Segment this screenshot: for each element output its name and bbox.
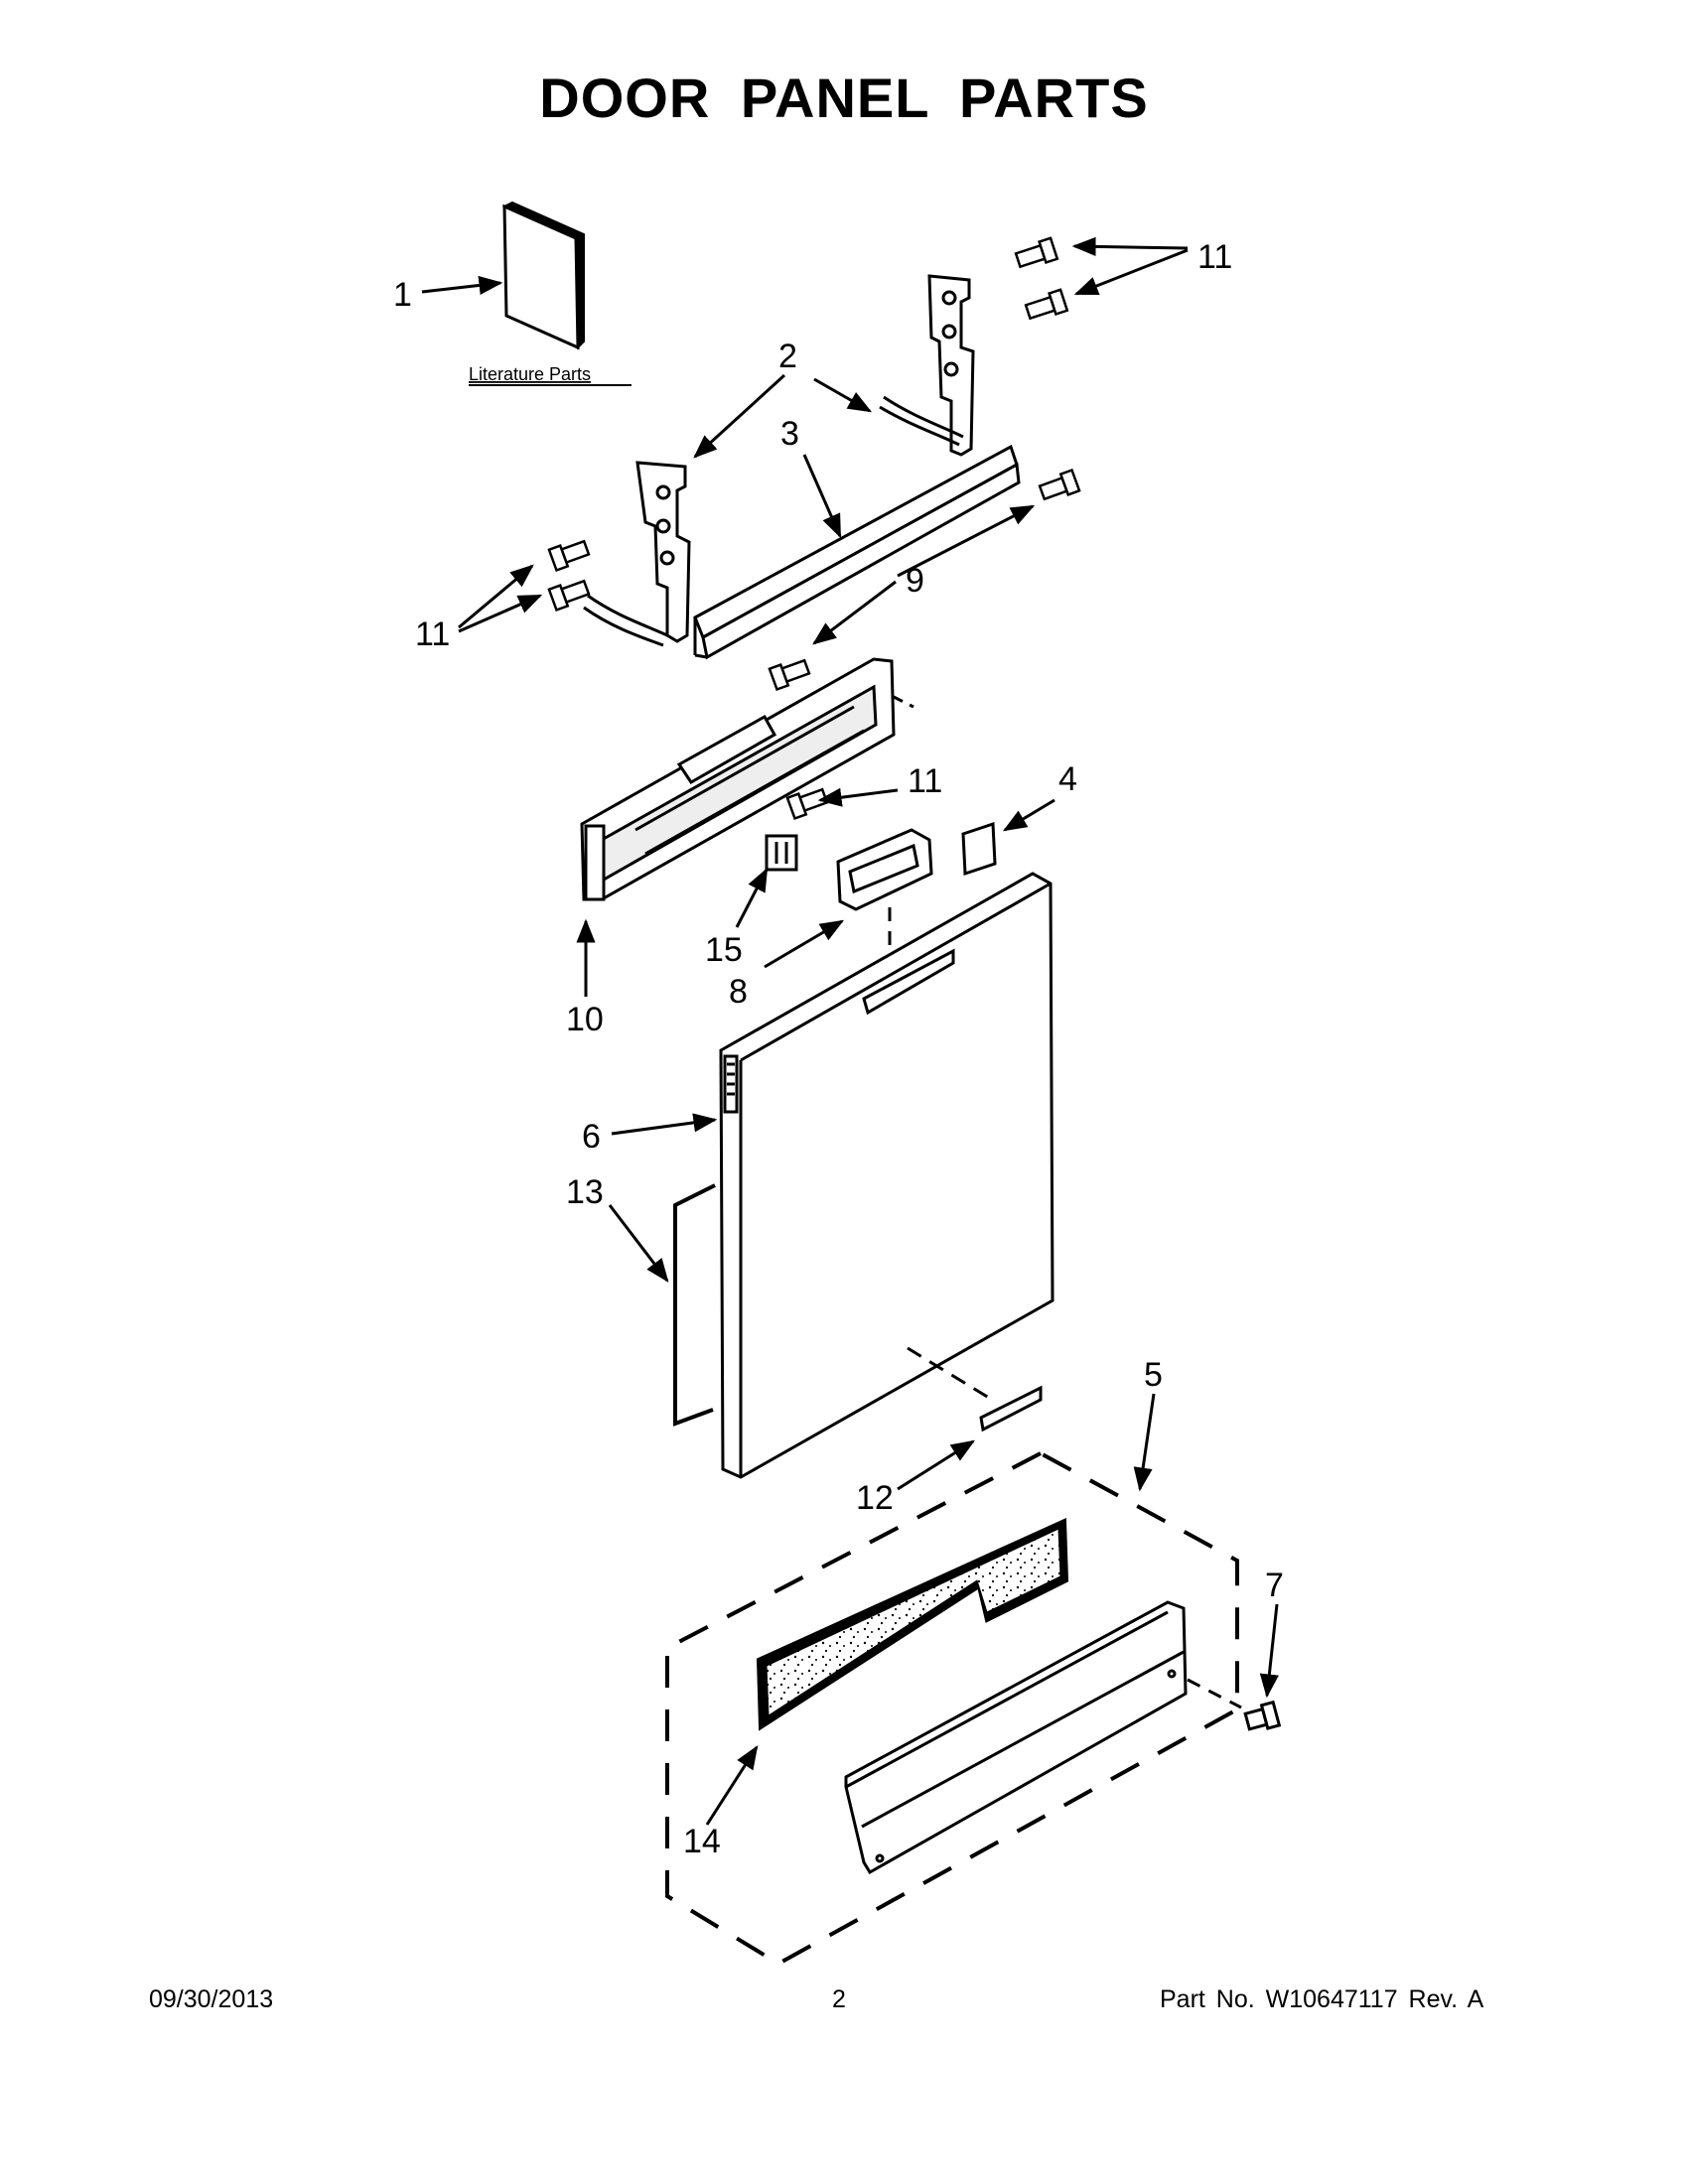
callout-8: 8 (729, 973, 748, 1011)
footer-page-number: 2 (832, 1985, 846, 2013)
callout-13: 13 (566, 1173, 604, 1211)
callout-12: 12 (856, 1479, 894, 1517)
callout-5: 5 (1144, 1356, 1163, 1394)
foam-insulation-panel (756, 1517, 1069, 1731)
kickplate-kit-outline (665, 1451, 1239, 1967)
callout-6: 6 (582, 1118, 601, 1156)
callout-15: 15 (705, 931, 743, 969)
callout-10: 10 (566, 1001, 604, 1038)
callout-3: 3 (780, 415, 799, 453)
badge-part (979, 1385, 1043, 1433)
callout-9: 9 (906, 562, 924, 600)
callout-11-middle: 11 (908, 762, 942, 800)
callout-2: 2 (778, 338, 797, 375)
callout-4: 4 (1058, 760, 1077, 798)
door-gasket (673, 1183, 716, 1427)
top-rail (693, 444, 1021, 660)
screws (547, 236, 1081, 821)
callout-11-left: 11 (415, 615, 450, 653)
hinge-bracket-right (879, 274, 975, 457)
kickplate (844, 1600, 1188, 1875)
footer-part-number: Part No. W10647117 Rev. A (1160, 1985, 1484, 2013)
literature-booklet (501, 201, 585, 350)
callout-7: 7 (1265, 1567, 1284, 1604)
callout-1: 1 (393, 276, 412, 314)
hinge-bracket-left (583, 461, 691, 647)
callout-14: 14 (683, 1823, 721, 1860)
door-panel (719, 872, 1055, 1479)
kickplate-screw (1243, 1700, 1282, 1731)
callout-11-top: 11 (1197, 238, 1232, 276)
clip-part (765, 834, 798, 872)
footer-date: 09/30/2013 (149, 1985, 274, 2013)
control-panel-assembly (580, 657, 914, 901)
door-handle (836, 828, 933, 911)
page-title: DOOR PANEL PARTS (539, 67, 1149, 129)
label-part (961, 821, 997, 877)
literature-parts-label: Literature Parts (469, 364, 591, 384)
